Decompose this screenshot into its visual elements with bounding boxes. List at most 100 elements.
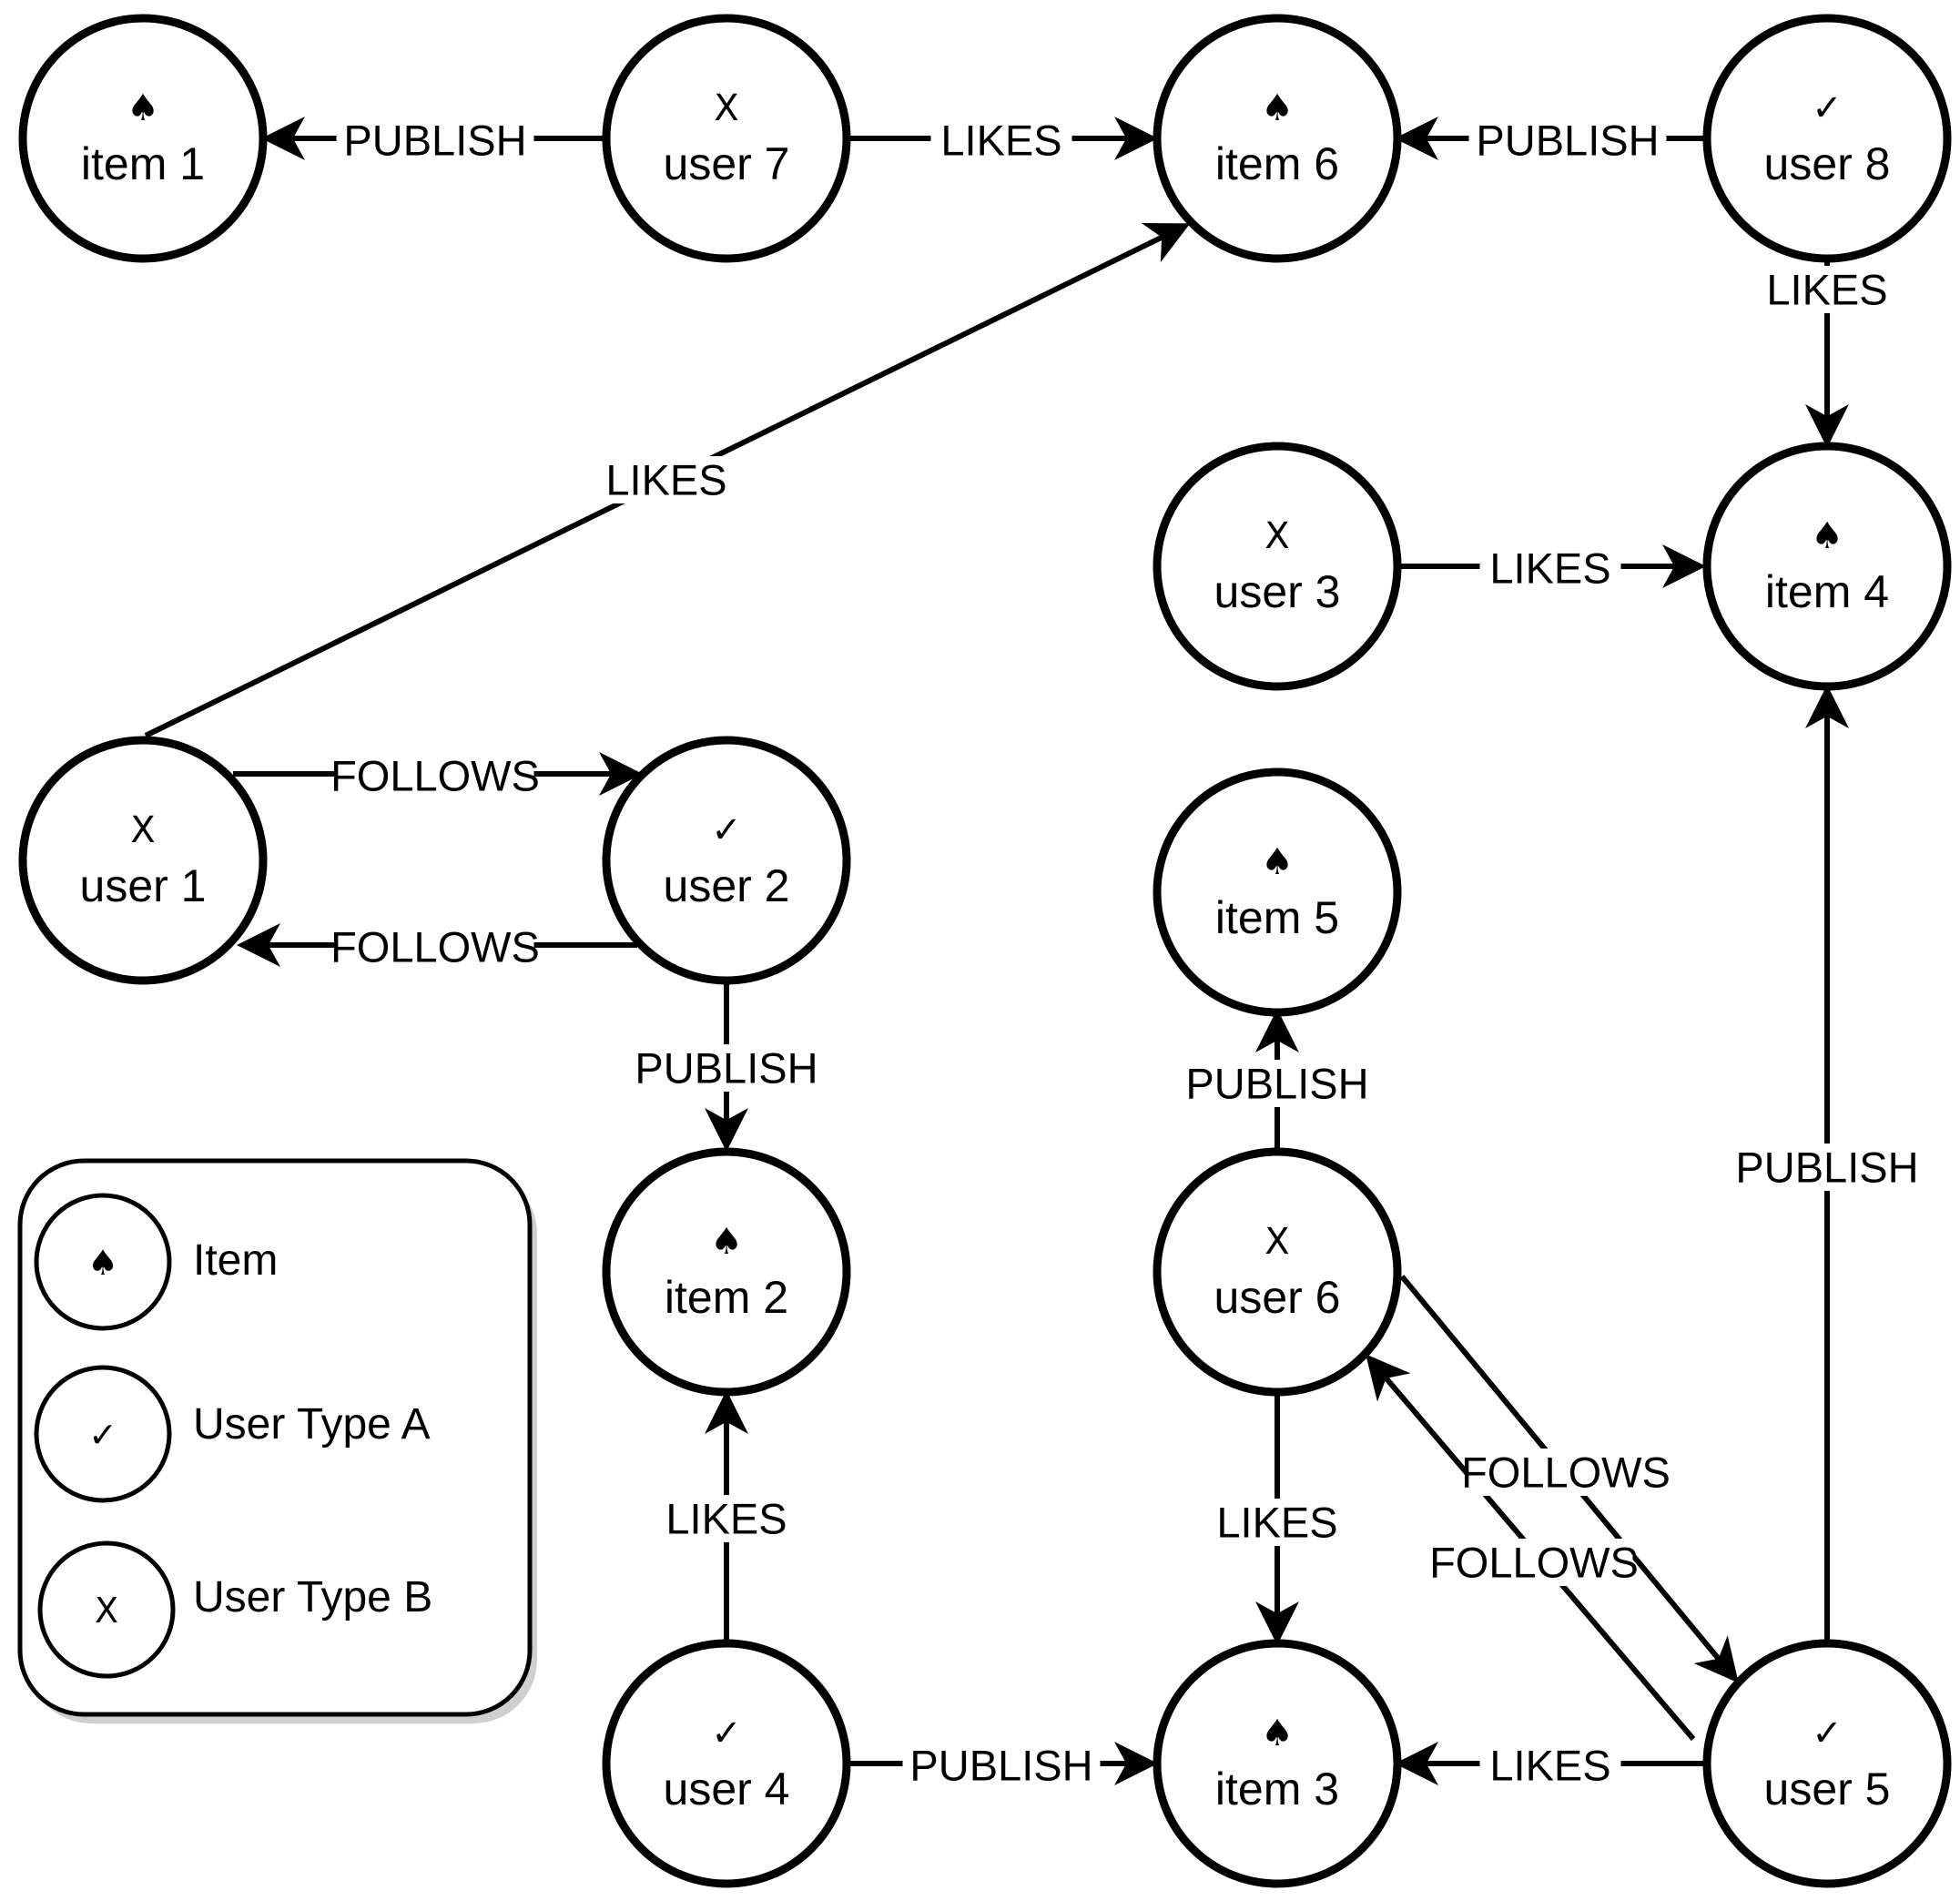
edge-label-text: PUBLISH <box>1735 1144 1918 1192</box>
edge-label-user1-to-item6: LIKES <box>595 456 737 504</box>
edge-label-background <box>1206 1499 1348 1546</box>
edge-label-user4-to-item3: PUBLISH <box>902 1742 1101 1790</box>
x-icon: X <box>130 809 155 851</box>
edge-label-background <box>1178 1060 1376 1107</box>
node-circle <box>1702 1639 1952 1888</box>
edge-label-text: PUBLISH <box>343 117 526 165</box>
spade-icon: ♠ <box>1811 515 1843 557</box>
edge-label-text: PUBLISH <box>1185 1060 1368 1108</box>
edge-label-background <box>1467 1449 1665 1496</box>
check-icon: ✓ <box>1812 1713 1843 1754</box>
edge-labels: PUBLISH LIKES PUBLISH LIKES LIKES LIKES FOLLOW… <box>330 117 1926 1790</box>
node-label: user 6 <box>1214 1272 1341 1323</box>
x-icon: X <box>714 87 738 129</box>
check-icon: ✓ <box>88 1415 117 1455</box>
node-label: user 7 <box>664 138 790 189</box>
edge-label-text: LIKES <box>1489 544 1610 593</box>
legend: ♠ Item ✓ User Type A X User Type B <box>17 1158 537 1723</box>
edge-label-user1-to-user2: FOLLOWS <box>330 752 540 800</box>
node-user8: ✓ user 8 <box>1702 14 1952 263</box>
node-user2: ✓ user 2 <box>602 736 851 985</box>
node-circle <box>18 736 268 985</box>
spade-icon: ♠ <box>1261 87 1294 129</box>
node-label: user 1 <box>80 860 207 911</box>
edge-label-background <box>930 117 1072 164</box>
node-circle <box>1153 442 1402 691</box>
node-label: item 4 <box>1765 566 1889 617</box>
x-icon: X <box>95 1591 118 1631</box>
edge-label-text: LIKES <box>1766 266 1887 314</box>
edge-label-background <box>595 456 737 503</box>
edge-label-text: LIKES <box>1489 1742 1610 1790</box>
edge-label-text: FOLLOWS <box>1429 1539 1639 1587</box>
node-item4: ♠ item 4 <box>1702 442 1952 691</box>
edge-label-background <box>627 1044 826 1092</box>
node-circle <box>1153 768 1402 1017</box>
edge-label-user5-to-user6: FOLLOWS <box>1429 1539 1639 1587</box>
check-icon: ✓ <box>711 1713 742 1754</box>
edge-label-background <box>902 1742 1101 1789</box>
edge-label-text: LIKES <box>1216 1499 1337 1547</box>
node-circle <box>1153 1639 1402 1888</box>
node-label: item 6 <box>1215 138 1339 189</box>
node-circle <box>602 14 851 263</box>
edge-label-background <box>336 117 534 164</box>
edge-label-text: FOLLOWS <box>1461 1449 1671 1497</box>
node-label: user 4 <box>664 1764 790 1815</box>
node-item6: ♠ item 6 <box>1153 14 1402 263</box>
legend-label-type-b: User Type B <box>193 1573 432 1621</box>
legend-label-type-a: User Type A <box>193 1400 431 1449</box>
node-label: item 5 <box>1215 892 1339 943</box>
spade-icon: ♠ <box>87 1243 118 1283</box>
spade-icon: ♠ <box>127 87 159 129</box>
node-item1: ♠ item 1 <box>18 14 268 263</box>
edge-label-user5-to-item4: PUBLISH <box>1728 1144 1926 1192</box>
edge-label-user6-to-item3: LIKES <box>1206 1499 1348 1547</box>
node-circle <box>602 1639 851 1888</box>
check-icon: ✓ <box>1812 87 1843 129</box>
edge-label-user8-to-item6: PUBLISH <box>1468 117 1667 165</box>
node-label: item 1 <box>81 138 205 189</box>
edge-label-user6-to-item5: PUBLISH <box>1178 1060 1376 1108</box>
node-label: item 3 <box>1215 1764 1339 1815</box>
node-circle <box>602 736 851 985</box>
node-item3: ♠item 3 <box>1153 1639 1402 1888</box>
edge-label-user4-to-item2: LIKES <box>655 1495 797 1543</box>
legend-label-item: Item <box>193 1236 278 1285</box>
edge-label-text: FOLLOWS <box>330 752 540 800</box>
edge-label-background <box>1435 1539 1633 1586</box>
node-item5: ♠item 5 <box>1153 768 1402 1017</box>
edge-label-user2-to-user1: FOLLOWS <box>330 923 540 971</box>
node-label: item 2 <box>665 1272 788 1323</box>
edge-label-user2-to-item2: PUBLISH <box>627 1044 826 1093</box>
edge-label-text: FOLLOWS <box>330 923 540 971</box>
edge-label-background <box>1479 544 1621 592</box>
node-item2: ♠ item 2 <box>602 1147 851 1397</box>
edge-label-background <box>336 923 534 971</box>
legend-entry-item: ♠ Item <box>34 1193 278 1331</box>
node-circle <box>1702 442 1952 691</box>
x-icon: X <box>1264 1221 1289 1263</box>
node-user5: ✓user 5 <box>1702 1639 1952 1888</box>
edge-label-background <box>655 1495 797 1542</box>
check-icon: ✓ <box>711 809 742 851</box>
node-circle <box>602 1147 851 1397</box>
spade-icon: ♠ <box>710 1221 743 1263</box>
edge-label-background <box>1728 1144 1926 1191</box>
edge-label-background <box>336 752 534 799</box>
x-icon: X <box>1264 515 1289 557</box>
node-circle <box>18 14 268 263</box>
node-user4: ✓ user 4 <box>602 1639 851 1888</box>
edge-label-text: PUBLISH <box>1476 117 1659 165</box>
edge-label-text: PUBLISH <box>635 1044 818 1093</box>
node-label: user 2 <box>664 860 790 911</box>
edge-label-user8-to-item4: LIKES <box>1756 266 1898 314</box>
edge-label-user6-to-user5: FOLLOWS <box>1461 1449 1671 1497</box>
node-label: user 8 <box>1764 138 1891 189</box>
edge-label-user5-to-item3: LIKES <box>1479 1742 1621 1790</box>
node-label: user 3 <box>1214 566 1341 617</box>
edge-label-text: LIKES <box>605 456 726 504</box>
